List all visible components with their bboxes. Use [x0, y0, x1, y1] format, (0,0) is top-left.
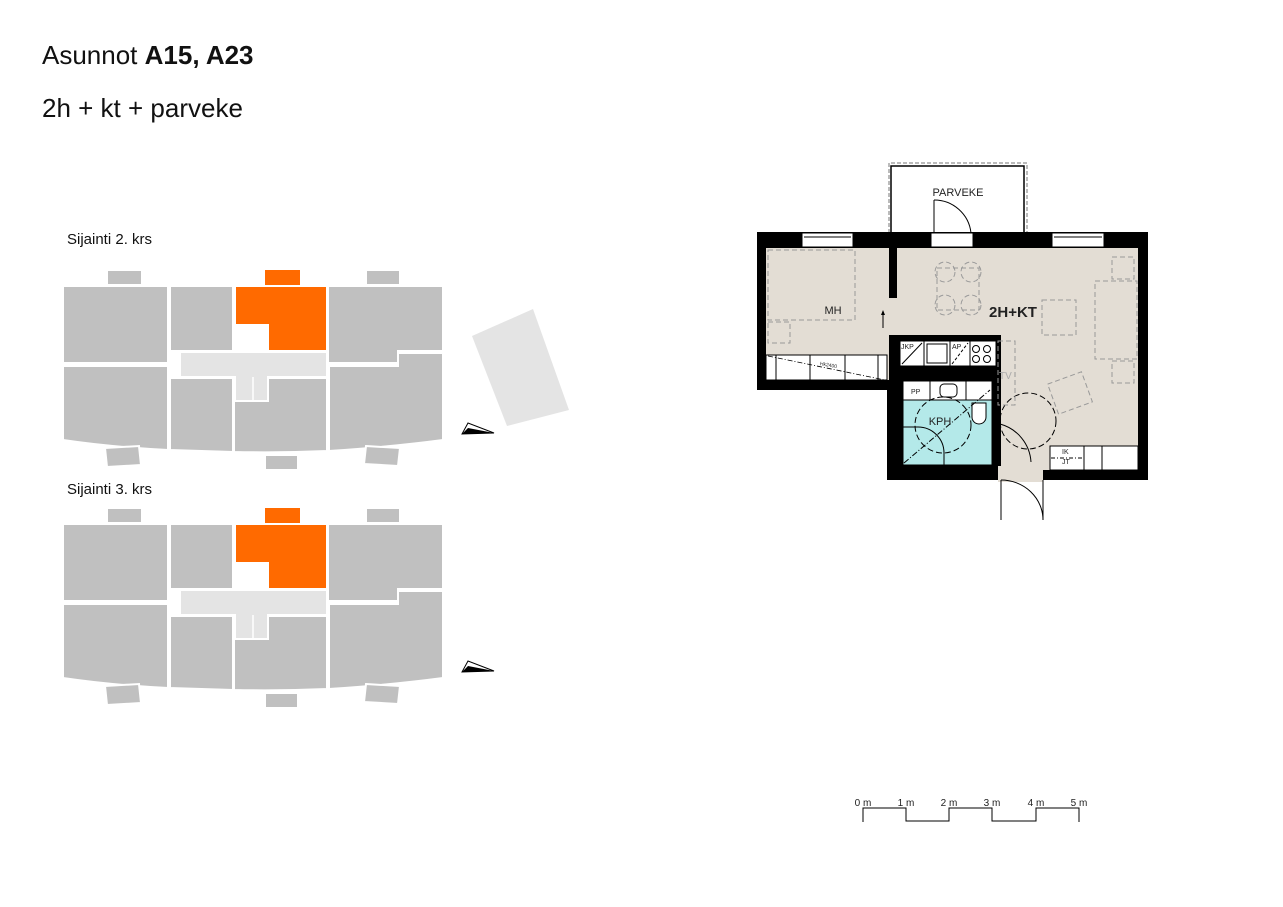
shower-door: [903, 426, 945, 465]
bed: [767, 249, 856, 321]
apartment-block: [62, 365, 169, 452]
window: [801, 232, 1105, 248]
fixture-label-pp: PP: [911, 389, 921, 396]
apartment-block: [169, 377, 234, 454]
fixture-label-jkp: JKP: [901, 344, 914, 351]
apartment-block: [62, 603, 169, 690]
corridor: [179, 589, 328, 640]
apartment-block: [62, 285, 169, 364]
balcony-block: [106, 507, 143, 524]
scale-tick-label: 1 m: [898, 798, 915, 809]
balcony-block: [264, 454, 299, 471]
apartment-block: [328, 590, 444, 691]
balcony-block: [362, 444, 402, 468]
apartment-block: [327, 285, 444, 364]
toilet-icon: [971, 402, 987, 425]
balcony-door: [930, 199, 974, 248]
coffee-table: [1041, 299, 1077, 336]
location-plan-floor-2: [62, 269, 569, 471]
nightstand: [767, 321, 791, 344]
dining-set: [934, 261, 982, 316]
room-label-balcony: PARVEKE: [933, 187, 984, 199]
apartment-block: [327, 523, 444, 602]
highlighted-apartment: [234, 523, 328, 590]
apartment-type: 2h + kt + parveke: [42, 93, 243, 123]
room-label-bathroom: KPH: [929, 416, 952, 428]
room-label-living-kitchen: 2H+KT: [989, 304, 1037, 321]
fixture-label-jt: JT: [1062, 459, 1071, 466]
scale-bar: 0 m 1 m 2 m 3 m 4 m 5 m: [855, 798, 1088, 822]
balcony-block: [264, 692, 299, 709]
turning-circle: [999, 392, 1057, 450]
scale-tick-label: 2 m: [941, 798, 958, 809]
sink-icon: [926, 343, 948, 364]
apartment-block: [169, 523, 234, 590]
apartment-block: [169, 285, 234, 352]
page-title: Asunnot A15, A23: [42, 40, 254, 71]
side-table: [1111, 256, 1135, 280]
north-arrow-icon: [461, 422, 495, 435]
scale-tick-label: 0 m: [855, 798, 872, 809]
washbasin-icon: [939, 383, 958, 398]
closet: [1049, 445, 1139, 471]
room-label-bedroom: MH: [824, 305, 841, 317]
scale-tick-label: 4 m: [1028, 798, 1045, 809]
title-prefix: Asunnot: [42, 40, 138, 70]
apartment-block: [62, 523, 169, 602]
tv-stand: [997, 340, 1016, 406]
balcony-block: [365, 269, 401, 286]
wardrobe-label: Hk2400: [819, 361, 837, 370]
apartment-block: [328, 352, 444, 453]
kitchen-counter: [899, 340, 997, 367]
doorway: [885, 298, 899, 335]
balcony-block: [365, 507, 401, 524]
wardrobe: [765, 354, 888, 381]
highlighted-apartment: [234, 285, 328, 352]
balcony-block: [103, 444, 143, 469]
scale-tick-label: 5 m: [1071, 798, 1088, 809]
entry-door: [999, 392, 1057, 521]
title-units: A15, A23: [144, 40, 254, 70]
location-plan-floor-3: [62, 507, 495, 709]
highlighted-balcony: [265, 508, 300, 523]
stove-icon: [972, 345, 980, 353]
scale-tick-label: 3 m: [984, 798, 1001, 809]
entry-opening: [998, 466, 1043, 482]
fixture-label-ik: IK: [1062, 449, 1069, 456]
fixture-label-ap: AP: [952, 344, 962, 351]
balcony-block: [362, 682, 402, 706]
balcony-block: [106, 269, 143, 286]
location-label-floor-2: Sijainti 2. krs: [67, 231, 153, 248]
turning-circle: [914, 396, 972, 454]
sofa: [1094, 280, 1138, 360]
apartment-floor-plan: PARVEKE MH 2H+KT KPH JKP AP PP TV IK JT …: [757, 162, 1148, 521]
side-table: [1111, 360, 1135, 384]
north-arrow-icon: [461, 660, 495, 673]
highlighted-balcony: [265, 270, 300, 285]
apartment-block: [169, 615, 234, 692]
balcony-block: [103, 682, 143, 707]
neighbor-building: [472, 309, 569, 426]
fixture-label-tv: TV: [999, 371, 1012, 382]
location-label-floor-3: Sijainti 3. krs: [67, 481, 153, 498]
corridor: [179, 351, 328, 402]
balcony: [888, 162, 1028, 233]
